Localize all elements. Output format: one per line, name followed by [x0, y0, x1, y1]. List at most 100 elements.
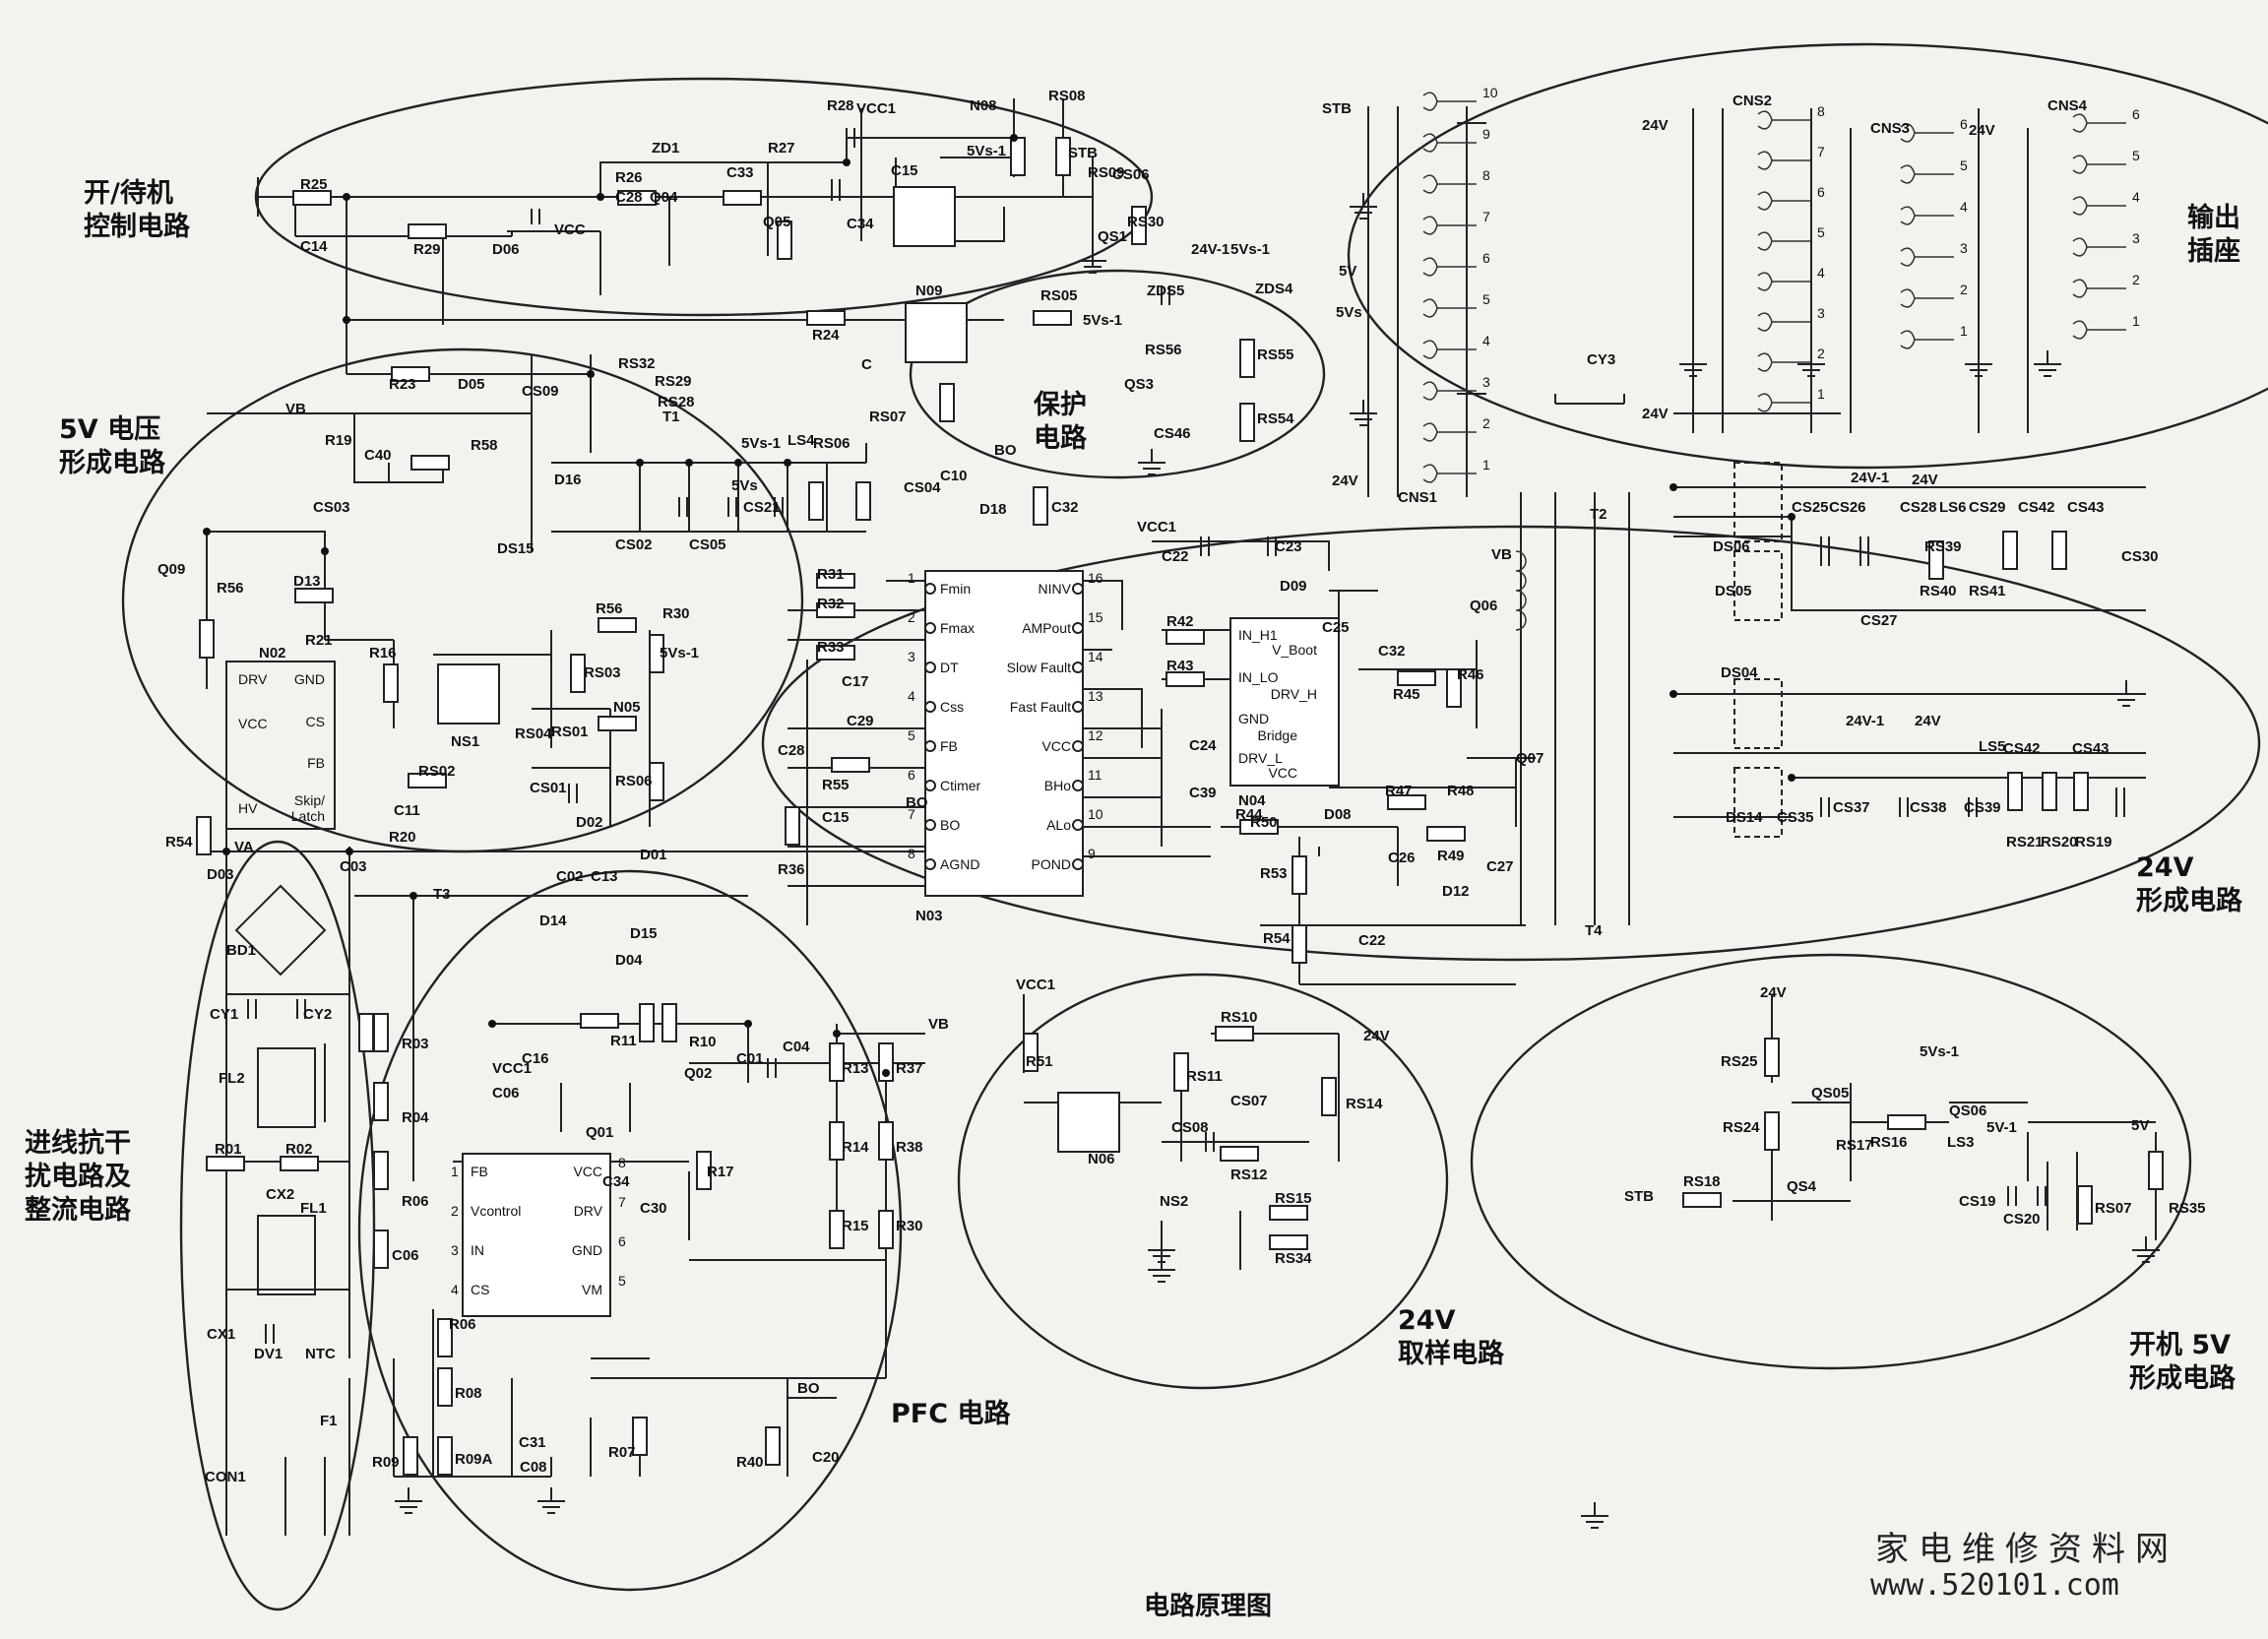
component-ref-label: N09 — [915, 283, 943, 299]
ic-pin-marker — [924, 740, 936, 752]
component-ref-label: R16 — [369, 645, 397, 662]
resistor-symbol — [1887, 1114, 1926, 1130]
resistor-symbol — [1928, 540, 1944, 580]
component-ref-label: DV1 — [254, 1346, 283, 1362]
component-ref-label: C28 — [615, 189, 643, 206]
component-ref-label: R42 — [1166, 613, 1194, 630]
ic-n02-pin-name: GND — [294, 671, 325, 687]
component-ref-label: BO — [797, 1380, 820, 1397]
resistor-symbol — [2073, 772, 2089, 811]
resistor-symbol — [829, 1042, 845, 1082]
junction-dot — [636, 459, 644, 467]
component-ref-label: C02 — [556, 868, 584, 885]
component-ref-label: CS30 — [2121, 548, 2159, 565]
component-ref-label: CS26 — [1829, 499, 1866, 516]
component-ref-label: CY3 — [1587, 351, 1615, 368]
ic-n03-body — [924, 570, 1084, 897]
component-ref-label: RS10 — [1221, 1009, 1258, 1026]
resistor-symbol — [829, 1121, 845, 1161]
component-ref-label: R06 — [449, 1316, 476, 1333]
component-ref-label: DS05 — [1715, 583, 1752, 599]
component-ref-label: R13 — [842, 1060, 869, 1077]
ground-icon — [1079, 247, 1106, 274]
rectifier-diode-pack — [1733, 462, 1783, 542]
ground-icon — [2034, 350, 2061, 377]
resistor-symbol — [1321, 1077, 1337, 1116]
resistor-symbol — [358, 1013, 374, 1052]
component-ref-label: CS06 — [1112, 166, 1150, 183]
component-ref-label: CS04 — [904, 479, 941, 496]
cns2-signal-24v-top: 24V — [1642, 117, 1669, 134]
resistor-symbol — [383, 663, 399, 703]
connector-pin-number: 1 — [1960, 323, 1968, 339]
component-ref-label: RS02 — [418, 763, 456, 780]
component-ref-label: CS07 — [1230, 1093, 1268, 1109]
ic-n01-pin-name: VCC — [573, 1164, 602, 1179]
section-title-standby: 开/待机控制电路 — [84, 178, 191, 242]
resistor-symbol — [1269, 1234, 1308, 1250]
component-ref-label: R46 — [1457, 666, 1484, 683]
ic-n03-pin-name: Ctimer — [940, 778, 981, 793]
component-ref-label: D01 — [640, 847, 667, 863]
resistor-symbol — [696, 1151, 712, 1190]
ic-n01-pin-number: 7 — [618, 1194, 626, 1210]
component-ref-label: R58 — [471, 437, 498, 454]
resistor-symbol — [831, 757, 870, 773]
component-ref-label: RS20 — [2041, 834, 2078, 851]
resistor-symbol — [777, 221, 792, 260]
junction-dot — [410, 892, 417, 900]
ic-n01-pin-name: GND — [572, 1242, 602, 1258]
component-ref-label: C20 — [812, 1449, 840, 1466]
ic-n04-pin-name: VCC — [1268, 765, 1297, 781]
ic-pin-marker — [924, 819, 936, 831]
ic-n01-pin-name: IN — [471, 1242, 484, 1258]
optocoupler-symbol — [905, 302, 968, 363]
resistor-symbol — [410, 455, 450, 471]
connector-pin-number: 1 — [2132, 313, 2140, 329]
component-ref-label: CS39 — [1964, 799, 2001, 816]
component-ref-label: RS07 — [2095, 1200, 2132, 1217]
resistor-symbol — [294, 588, 334, 603]
resistor-symbol — [206, 1156, 245, 1171]
component-ref-label: C32 — [1051, 499, 1079, 516]
component-ref-label: VCC1 — [492, 1060, 532, 1077]
component-ref-label: C17 — [842, 673, 869, 690]
component-ref-label: R25 — [300, 176, 328, 193]
component-ref-label: C04 — [783, 1039, 810, 1055]
component-ref-label: T3 — [433, 886, 451, 903]
resistor-symbol — [1010, 137, 1026, 176]
component-ref-label: R06 — [402, 1193, 429, 1210]
socket-contact-symbol — [1757, 312, 1773, 332]
component-ref-label: VCC1 — [856, 100, 896, 117]
component-ref-label: R36 — [778, 861, 805, 878]
resistor-symbol — [1446, 668, 1462, 708]
component-ref-label: RS17 — [1836, 1137, 1873, 1154]
optocoupler-symbol — [437, 663, 500, 725]
ic-n03-pin-name: Fmin — [940, 581, 971, 597]
component-ref-label: R09 — [372, 1454, 400, 1471]
resistor-symbol — [939, 383, 955, 422]
resistor-symbol — [829, 1210, 845, 1249]
component-ref-label: C31 — [519, 1434, 546, 1451]
socket-contact-symbol — [1422, 298, 1438, 318]
component-ref-label: CS09 — [522, 383, 559, 400]
connector-pin-number: 3 — [1960, 240, 1968, 256]
component-ref-label: CS25 — [1792, 499, 1829, 516]
resistor-symbol — [373, 1013, 389, 1052]
resistor-symbol — [1166, 629, 1205, 645]
watermark-url: www.520101.com — [1870, 1568, 2119, 1603]
component-ref-label: RS19 — [2075, 834, 2112, 851]
component-ref-label: D16 — [554, 472, 582, 488]
socket-contact-symbol — [1422, 174, 1438, 194]
component-ref-label: 5Vs-1 — [1920, 1043, 1959, 1060]
component-ref-label: FL1 — [300, 1200, 327, 1217]
component-ref-label: VB — [1491, 546, 1512, 563]
ic-n01-pin-number: 2 — [451, 1203, 459, 1219]
junction-dot — [882, 1069, 890, 1077]
component-ref-label: N08 — [970, 97, 997, 114]
component-ref-label: CS38 — [1910, 799, 1947, 816]
